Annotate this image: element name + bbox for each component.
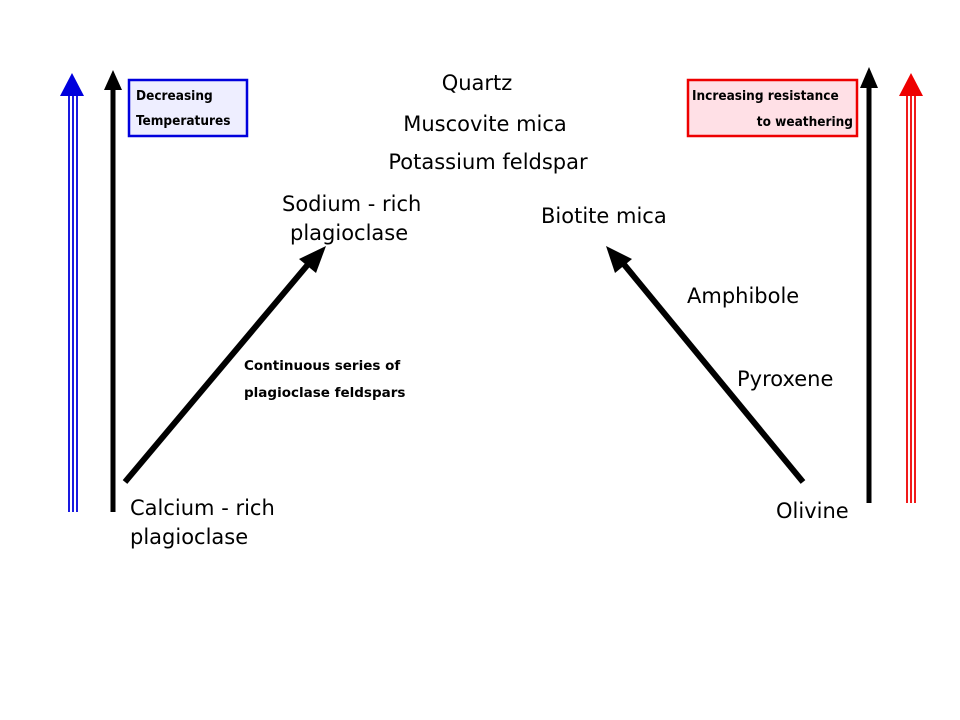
decreasing-temperatures-line2: Temperatures bbox=[136, 113, 230, 129]
mineral-amphibole: Amphibole bbox=[687, 284, 799, 308]
increasing-resistance-box: Increasing resistance to weathering bbox=[686, 78, 859, 138]
mineral-pyroxene: Pyroxene bbox=[737, 367, 833, 391]
increasing-resistance-line2: to weathering bbox=[757, 114, 853, 130]
decreasing-temperatures-box: Decreasing Temperatures bbox=[127, 78, 249, 138]
mineral-muscovite-mica: Muscovite mica bbox=[403, 112, 567, 136]
mineral-calcium-plagioclase-line2: plagioclase bbox=[130, 525, 248, 549]
continuous-series-arrow bbox=[122, 246, 326, 484]
mineral-sodium-plagioclase-line1: Sodium - rich bbox=[282, 192, 421, 216]
decreasing-temperatures-line1: Decreasing bbox=[136, 88, 213, 104]
mineral-biotite-mica: Biotite mica bbox=[541, 204, 667, 228]
red-double-arrow bbox=[899, 73, 923, 503]
increasing-resistance-line1: Increasing resistance bbox=[692, 88, 839, 104]
mineral-olivine: Olivine bbox=[776, 499, 849, 523]
left-black-arrow bbox=[104, 70, 122, 512]
continuous-series-note-line2: plagioclase feldspars bbox=[244, 385, 405, 401]
mineral-quartz: Quartz bbox=[442, 71, 513, 95]
mineral-sodium-plagioclase-line2: plagioclase bbox=[290, 221, 408, 245]
continuous-series-note-line1: Continuous series of bbox=[244, 358, 400, 374]
blue-double-arrow bbox=[60, 73, 84, 512]
mineral-potassium-feldspar: Potassium feldspar bbox=[388, 150, 588, 174]
mineral-calcium-plagioclase-line1: Calcium - rich bbox=[130, 496, 275, 520]
discontinuous-series-arrow bbox=[606, 246, 806, 484]
right-black-arrow bbox=[860, 67, 878, 503]
